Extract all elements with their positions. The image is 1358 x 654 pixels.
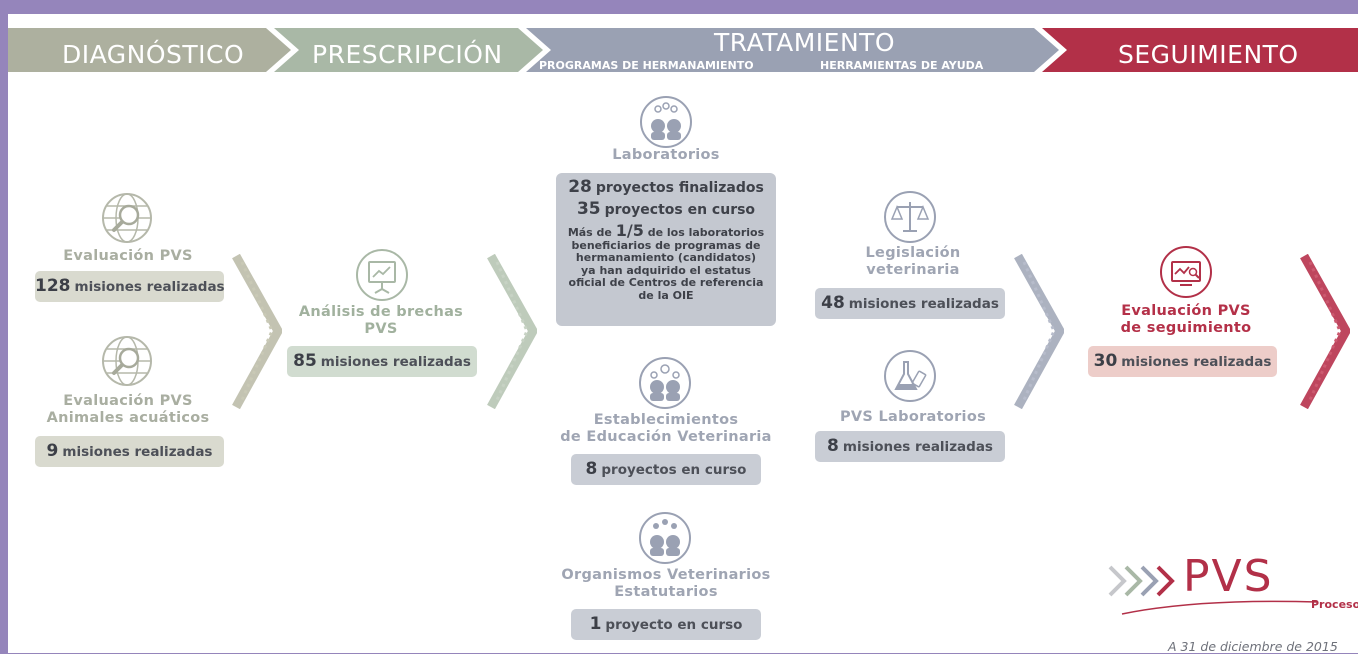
globe-magnifier-icon bbox=[102, 193, 152, 243]
lab-note-line2: beneficiarios de programas de bbox=[571, 238, 761, 252]
brush-arrow-icon bbox=[487, 254, 537, 409]
analisis-brechas-title-line2: PVS bbox=[364, 321, 398, 337]
pvs-chevrons-logo-icon bbox=[1108, 565, 1175, 597]
pvs-logo-text: PVS bbox=[1183, 551, 1274, 602]
lab-note-fraction: 1/5 bbox=[615, 221, 644, 240]
evaluacion-acuaticos-title: Evaluación PVS Animales acuáticos bbox=[28, 393, 228, 427]
heads-collaboration-icon bbox=[639, 357, 691, 409]
lab-note-line5: oficial de Centros de referencia bbox=[568, 276, 764, 289]
legislacion-unit: misiones realizadas bbox=[848, 296, 999, 312]
evaluacion-acuaticos-unit: misiones realizadas bbox=[62, 444, 213, 460]
organismos-title-line1: Organismos Veterinarios bbox=[561, 567, 771, 583]
organismos-veterinarios-title: Organismos Veterinarios Estatutarios bbox=[548, 567, 784, 601]
pvs-logo-swoosh-icon bbox=[1121, 600, 1319, 615]
educacion-title-line1: Establecimientos bbox=[593, 412, 739, 428]
evaluacion-seguimiento-count: 30 bbox=[1093, 351, 1118, 371]
lab-en-curso-count: 35 bbox=[576, 199, 601, 219]
pvs-laboratorios-title: PVS Laboratorios bbox=[839, 409, 987, 425]
organismos-title-line2: Estatutarios bbox=[614, 584, 718, 600]
banner-sub-herramientas: HERRAMIENTAS DE AYUDA bbox=[820, 59, 984, 72]
educacion-veterinaria-title: Establecimientos de Educación Veterinari… bbox=[548, 412, 784, 446]
lab-finalizados-text: proyectos finalizados bbox=[595, 180, 764, 196]
brush-arrow-icon bbox=[1300, 254, 1350, 409]
evaluacion-acuaticos-title-line2: Animales acuáticos bbox=[46, 410, 210, 426]
pvs-laboratorios-count: 8 bbox=[827, 436, 839, 456]
brush-arrow-icon bbox=[232, 254, 282, 409]
evaluacion-pvs-title: Evaluación PVS bbox=[63, 248, 193, 264]
banner-seguimiento: SEGUIMIENTO bbox=[1118, 40, 1299, 69]
evaluacion-acuaticos-count: 9 bbox=[46, 441, 59, 461]
banner-tratamiento: TRATAMIENTO bbox=[714, 28, 896, 57]
legislacion-title: Legislación veterinaria bbox=[828, 245, 998, 279]
lab-finalizados-count: 28 bbox=[568, 177, 592, 197]
legislacion-title-line1: Legislación bbox=[865, 245, 961, 261]
lab-flask-icon bbox=[884, 350, 936, 402]
monitor-chart-icon bbox=[1160, 246, 1212, 298]
laboratorios-title: Laboratorios bbox=[612, 147, 720, 163]
banner-diagnostico: DIAGNÓSTICO bbox=[62, 40, 245, 69]
seguimiento-chevron bbox=[1042, 28, 1358, 72]
lab-note-pre: Más de bbox=[567, 226, 612, 239]
evaluacion-seguimiento-title: Evaluación PVS de seguimiento bbox=[1096, 303, 1276, 337]
legislacion-count: 48 bbox=[821, 293, 845, 313]
lab-note-line3: hermanamiento (candidatos) bbox=[575, 251, 757, 264]
pvs-logo-subtitle: Proceso bbox=[1311, 598, 1358, 611]
analisis-brechas-unit: misiones realizadas bbox=[320, 354, 471, 370]
educacion-unit: proyectos en curso bbox=[601, 462, 747, 478]
globe-magnifier-icon bbox=[102, 336, 152, 386]
analisis-brechas-count: 85 bbox=[293, 351, 317, 371]
seguimiento-title-line2: de seguimiento bbox=[1120, 320, 1252, 336]
evaluacion-pvs-count: 128 bbox=[35, 276, 71, 296]
tratamiento-chevron bbox=[526, 28, 1059, 72]
lab-note-line4: ya han adquirido el estatus bbox=[581, 263, 751, 277]
phase-banner bbox=[8, 28, 1358, 72]
diagnostico-chevron bbox=[8, 28, 291, 72]
lab-note-line6: de la OIE bbox=[638, 288, 694, 302]
scales-of-justice-icon bbox=[884, 191, 936, 243]
organismos-count: 1 bbox=[589, 614, 602, 634]
presentation-board-icon bbox=[356, 249, 408, 301]
educacion-count: 8 bbox=[585, 459, 598, 479]
analisis-brechas-title: Análisis de brechas PVS bbox=[273, 304, 489, 338]
date-note: A 31 de diciembre de 2015 bbox=[1168, 639, 1338, 654]
brush-arrow-icon bbox=[1014, 254, 1064, 409]
diagram-panel: DIAGNÓSTICO PRESCRIPCIÓN TRATAMIENTO PRO… bbox=[8, 14, 1358, 654]
legislacion-title-line2: veterinaria bbox=[866, 262, 960, 278]
educacion-title-line2: de Educación Veterinaria bbox=[560, 429, 772, 445]
lab-note: Más de 1/5 de los laboratorios beneficia… bbox=[556, 223, 776, 302]
heads-collaboration-icon bbox=[639, 512, 691, 564]
analisis-brechas-title-line1: Análisis de brechas bbox=[298, 304, 464, 320]
banner-prescripcion: PRESCRIPCIÓN bbox=[312, 40, 503, 69]
heads-collaboration-icon bbox=[640, 96, 692, 148]
evaluacion-pvs-unit: misiones realizadas bbox=[74, 279, 225, 295]
evaluacion-seguimiento-unit: misiones realizadas bbox=[1121, 354, 1272, 370]
evaluacion-acuaticos-title-line1: Evaluación PVS bbox=[63, 393, 193, 409]
lab-en-curso-text: proyectos en curso bbox=[604, 202, 756, 218]
pvs-laboratorios-unit: misiones realizadas bbox=[842, 439, 993, 455]
seguimiento-title-line1: Evaluación PVS bbox=[1121, 303, 1251, 319]
lab-note-post: de los laboratorios bbox=[647, 226, 765, 239]
banner-sub-hermanamiento: PROGRAMAS DE HERMANAMIENTO bbox=[539, 59, 754, 72]
organismos-unit: proyecto en curso bbox=[605, 617, 743, 633]
prescripcion-chevron bbox=[274, 28, 543, 72]
